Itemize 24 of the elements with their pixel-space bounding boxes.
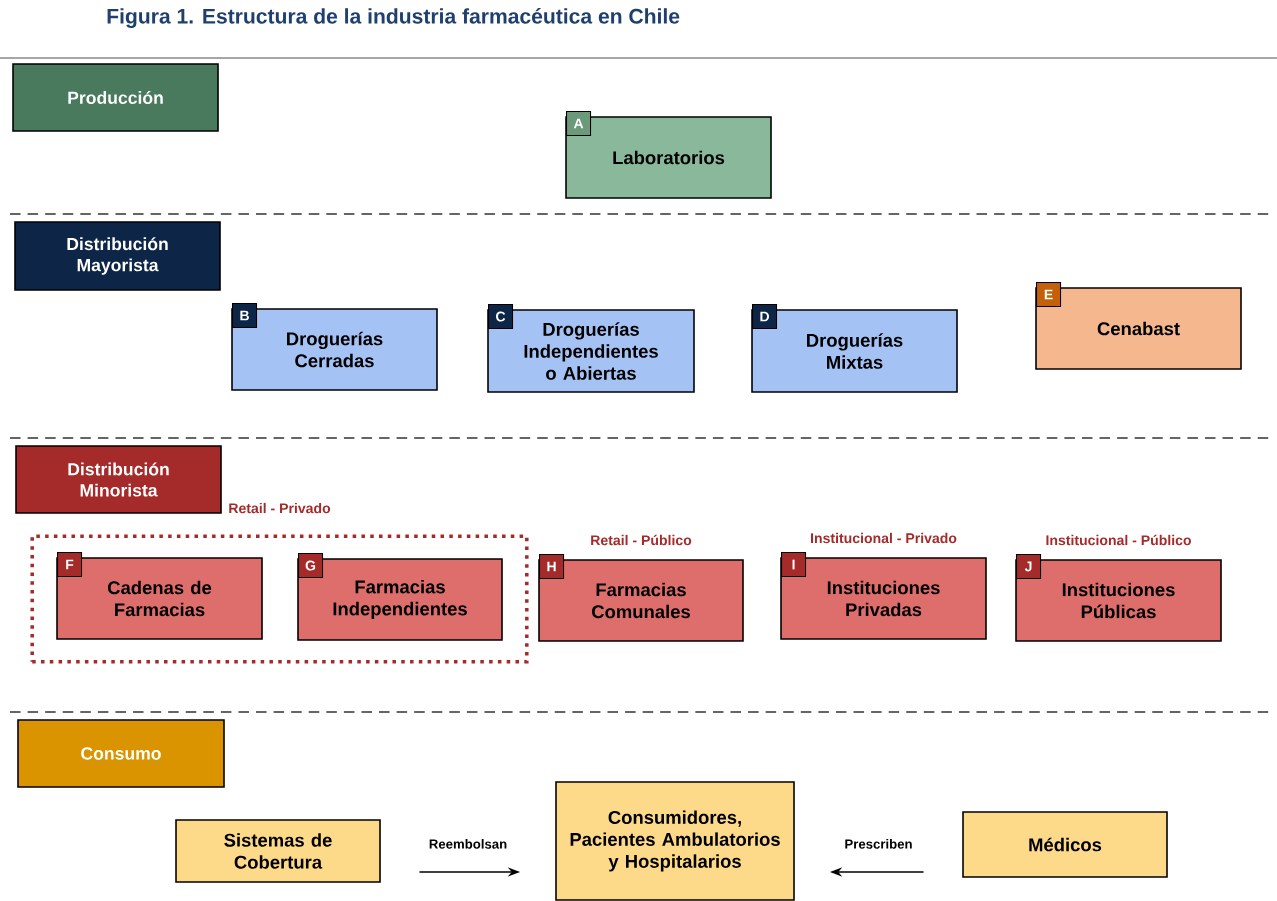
section-header: Consumo xyxy=(17,719,225,788)
process-box: Consumidores, Pacientes Ambulatorios y Hospitalarios xyxy=(555,781,795,901)
edge-label: Reembolsan xyxy=(429,839,507,849)
group-label: Retail - Público xyxy=(591,534,692,546)
letter-badge: G xyxy=(298,553,324,579)
section-header: Producción xyxy=(12,63,219,132)
letter-badge: E xyxy=(1036,282,1062,308)
node-label: Retail - Privado xyxy=(229,502,331,514)
process-box: Sistemas de Cobertura xyxy=(175,819,381,883)
letter-badge: I xyxy=(781,552,807,578)
section-header: Distribución Mayorista xyxy=(14,221,221,291)
letter-badge: C xyxy=(488,304,514,330)
letter-badge: B xyxy=(232,303,258,329)
letter-badge: F xyxy=(57,552,83,578)
letter-badge: A xyxy=(566,111,592,137)
group-label: Institucional - Privado xyxy=(811,532,957,544)
group-label: Institucional - Público xyxy=(1046,534,1191,546)
letter-badge: D xyxy=(752,304,778,330)
edge-label: Prescriben xyxy=(845,839,912,849)
process-box: Médicos xyxy=(962,811,1168,878)
section-header: Distribución Minorista xyxy=(15,445,222,514)
letter-badge: H xyxy=(539,554,565,580)
title: Figura 1. Estructura de la industria farmacéutica en Chile xyxy=(107,8,680,28)
letter-badge: J xyxy=(1016,554,1042,580)
